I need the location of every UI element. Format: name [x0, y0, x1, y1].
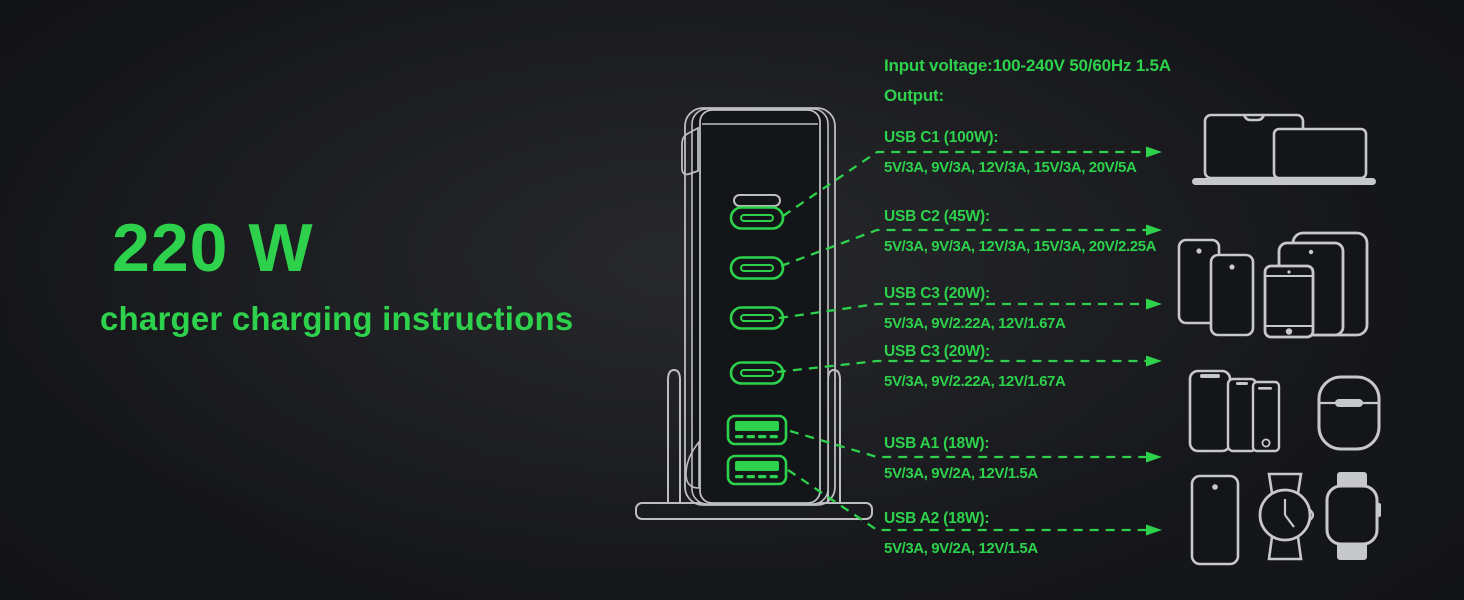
port-values: 5V/3A, 9V/2.22A, 12V/1.67A [884, 315, 1066, 332]
port-label: USB C2 (45W): [884, 208, 990, 225]
wattage-title: 220 W [112, 210, 314, 286]
arrow-usb-c1 [782, 150, 1146, 217]
arrowhead [1146, 146, 1162, 158]
analog-watch-icon [1258, 472, 1315, 561]
arrowhead [1146, 524, 1162, 536]
port-label: USB C3 (20W): [884, 343, 990, 360]
arrowhead [1146, 451, 1162, 463]
notch-phone-icon [1188, 369, 1232, 453]
port-values: 5V/3A, 9V/2A, 12V/1.5A [884, 465, 1038, 482]
spec-usb-c3-second: USB C3 (20W): 5V/3A, 9V/2.22A, 12V/1.67A [884, 343, 1184, 390]
title-subtitle: charger charging instructions [100, 300, 574, 337]
usb-c-port-1 [729, 206, 785, 230]
spec-usb-c2: USB C2 (45W): 5V/3A, 9V/3A, 12V/3A, 15V/… [884, 208, 1184, 255]
arrow-usb-a2 [787, 469, 1146, 532]
port-label: USB C1 (100W): [884, 129, 999, 146]
usb-a-port-1 [726, 414, 788, 446]
arrow-usb-c2 [780, 228, 1146, 268]
phones-and-earbuds-case-icon [1188, 369, 1381, 453]
plug-flap-bottom-icon [685, 439, 700, 489]
tablet-small-icon [1263, 264, 1315, 339]
spec-usb-a1: USB A1 (18W): 5V/3A, 9V/2A, 12V/1.5A [884, 435, 1184, 482]
port-label: USB A2 (18W): [884, 510, 990, 527]
powerbank-and-watches-icon [1190, 472, 1381, 566]
port-values: 5V/3A, 9V/2A, 12V/1.5A [884, 540, 1038, 557]
arrowhead [1146, 355, 1162, 367]
earbuds-case-icon [1317, 375, 1381, 451]
output-label: Output: [884, 86, 944, 105]
port-values: 5V/3A, 9V/3A, 12V/3A, 15V/3A, 20V/2.25A [884, 238, 1157, 255]
plug-flap-top-icon [681, 126, 699, 176]
led-indicator-pill-icon [733, 194, 781, 207]
spec-usb-a2: USB A2 (18W): 5V/3A, 9V/2A, 12V/1.5A [884, 510, 1184, 557]
port-label: USB C3 (20W): [884, 285, 990, 302]
arrowhead [1146, 224, 1162, 236]
input-voltage-text: Input voltage:100-240V 50/60Hz 1.5A [884, 56, 1171, 75]
port-values: 5V/3A, 9V/3A, 12V/3A, 15V/3A, 20V/5A [884, 159, 1137, 176]
laptop-icon [1261, 127, 1376, 185]
arrowhead [1146, 298, 1162, 310]
port-values: 5V/3A, 9V/2.22A, 12V/1.67A [884, 373, 1066, 390]
classic-phone-icon [1251, 380, 1281, 453]
usb-a-port-2 [726, 454, 788, 486]
port-label: USB A1 (18W): [884, 435, 990, 452]
smartwatch-icon [1325, 472, 1381, 560]
arrow-usb-c3b [776, 359, 1146, 374]
arrow-usb-c3a [778, 302, 1146, 320]
laptops-icon [1192, 113, 1376, 185]
title-block: 220 W charger charging instructions [100, 214, 573, 338]
usb-c-port-4 [729, 361, 785, 385]
phone-icon [1209, 253, 1255, 337]
spec-usb-c3-first: USB C3 (20W): 5V/3A, 9V/2.22A, 12V/1.67A [884, 285, 1184, 332]
powerbank-icon [1190, 474, 1240, 566]
usb-c-port-2 [729, 256, 785, 280]
charger-illustration [635, 107, 873, 520]
phones-and-tablets-icon [1177, 231, 1369, 339]
spec-usb-c1: USB C1 (100W): 5V/3A, 9V/3A, 12V/3A, 15V… [884, 129, 1184, 176]
